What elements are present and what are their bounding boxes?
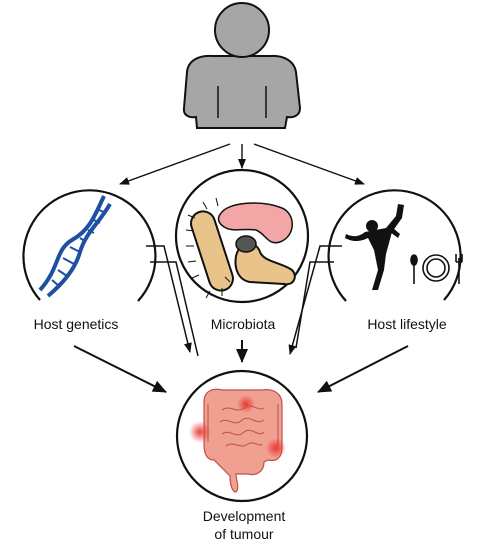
arrow-lifestyle-to-tumour	[317, 345, 409, 393]
microbiota-node	[174, 168, 310, 304]
host-genetics-node	[22, 189, 157, 302]
tumour-arrows	[73, 340, 409, 393]
stomach-icon	[217, 202, 293, 244]
host-lifestyle-node	[327, 189, 463, 302]
host-lifestyle-label: Host lifestyle	[367, 316, 447, 332]
intestine-icon	[189, 388, 286, 493]
arrow-person-to-lifestyle	[253, 143, 365, 185]
dna-icon	[38, 195, 112, 298]
person-icon	[182, 2, 302, 129]
arrow-genetics-to-tumour	[73, 345, 167, 393]
tumour-label-line1: Development	[202, 508, 286, 524]
tumour-spot	[237, 395, 255, 413]
arrow-person-to-genetics	[119, 143, 231, 185]
tumour-spot	[189, 421, 211, 443]
tumour-label-line2: of tumour	[214, 526, 274, 542]
tumour-spot	[266, 438, 286, 458]
connector-lines	[146, 245, 342, 357]
host-genetics-label: Host genetics	[33, 316, 119, 332]
bacteria-icon	[185, 197, 296, 299]
microbiota-label: Microbiota	[210, 316, 276, 332]
person-arrows	[119, 143, 365, 185]
tumour-node	[175, 369, 309, 503]
yoga-figure-icon	[345, 204, 404, 290]
plate-cutlery-icon	[410, 254, 463, 284]
